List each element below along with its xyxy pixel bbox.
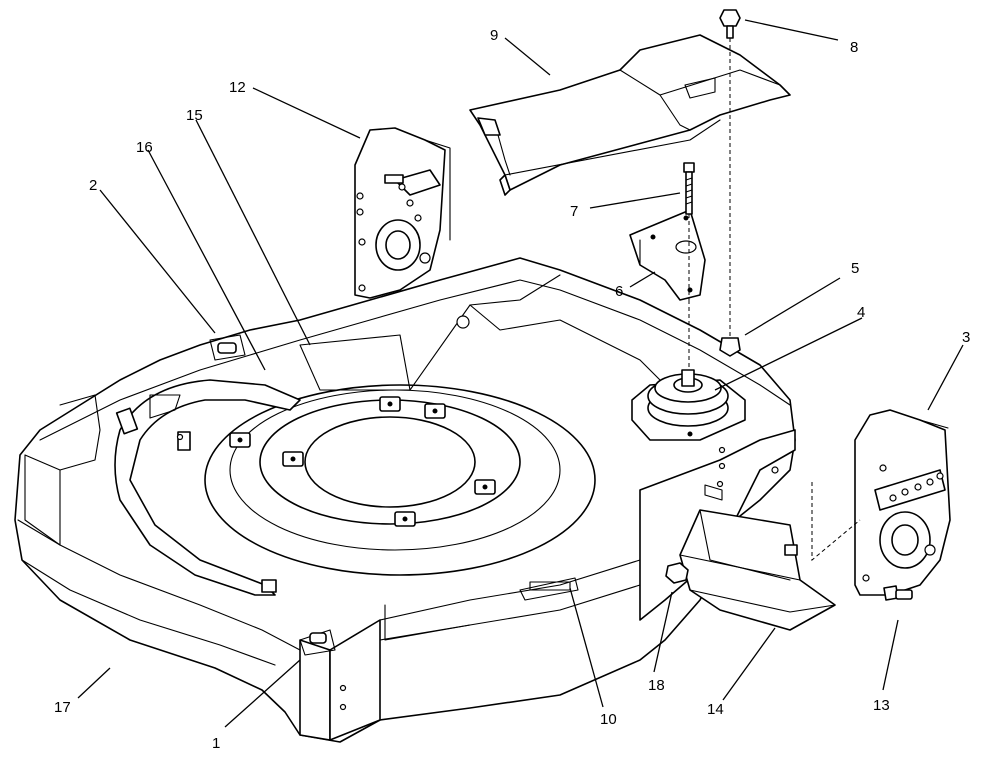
belt-cover [469, 34, 791, 196]
leader-lines [77, 19, 964, 728]
cover-screw [719, 9, 741, 39]
drive-pulley [631, 369, 746, 441]
callout-15: 15 [186, 107, 203, 124]
shoulder-bolt [883, 585, 913, 601]
left-baffle [114, 379, 301, 596]
callout-4: 4 [857, 304, 865, 321]
callout-14: 14 [707, 701, 724, 718]
callout-2: 2 [89, 177, 97, 194]
callout-8: 8 [850, 39, 858, 56]
callout-13: 13 [873, 697, 890, 714]
rear-discharge-door [679, 482, 861, 631]
callout-7: 7 [570, 203, 578, 220]
callout-18: 18 [648, 677, 665, 694]
speed-nut [719, 337, 741, 357]
right-height-adjust-bracket [854, 409, 951, 596]
callout-1: 1 [212, 735, 220, 752]
callout-5: 5 [851, 260, 859, 277]
callout-16: 16 [136, 139, 153, 156]
spindle-bracket [629, 209, 706, 301]
callout-labels: 1 2 3 4 5 6 7 8 9 10 12 13 14 15 16 17 1… [54, 27, 970, 752]
flange-nut [665, 562, 689, 584]
blade-cavity [204, 384, 596, 576]
callout-9: 9 [490, 27, 498, 44]
callout-10: 10 [600, 711, 617, 728]
top-plate [209, 274, 681, 656]
hex-bolt-long [683, 162, 695, 215]
callout-3: 3 [962, 329, 970, 346]
callout-17: 17 [54, 699, 71, 716]
callout-12: 12 [229, 79, 246, 96]
callout-6: 6 [615, 283, 623, 300]
left-height-adjust-bracket [354, 127, 451, 299]
